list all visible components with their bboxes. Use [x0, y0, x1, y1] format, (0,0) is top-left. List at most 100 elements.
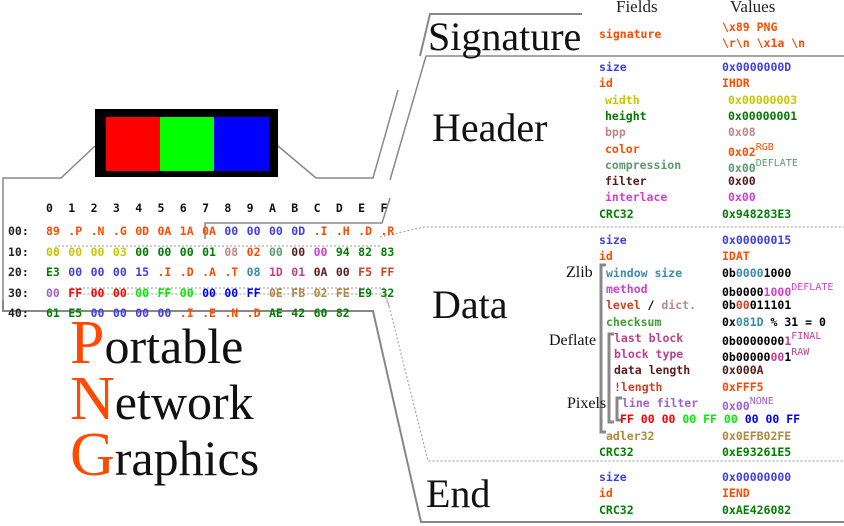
data-value-last-block: 0b00000001FINAL	[722, 331, 821, 348]
header-value-compression: 0x00DEFLATE	[728, 157, 798, 175]
hex-column-label: C	[313, 201, 321, 215]
value-part: 0b0000	[722, 284, 764, 299]
value-part: 00	[770, 350, 785, 365]
image-preview	[95, 109, 278, 177]
data-field-id: id	[599, 249, 613, 264]
hex-column-label: 2	[90, 201, 98, 215]
value-part: 0b	[722, 265, 736, 280]
value-part: 1000	[763, 284, 792, 299]
hex-byte: 00	[68, 244, 83, 259]
hex-column-label: 3	[112, 201, 120, 215]
hex-byte: 82	[335, 306, 350, 320]
hex-byte: 01	[202, 244, 216, 259]
hex-byte: 0E	[268, 285, 283, 300]
hex-byte: .D	[246, 306, 261, 320]
hex-byte: FF	[380, 265, 395, 279]
hex-byte: E5	[68, 306, 83, 320]
hex-address: 40:	[8, 306, 29, 320]
data-field-checksum: checksum	[606, 314, 662, 329]
hex-byte: 00	[179, 244, 194, 259]
header-value-note: RGB	[755, 141, 774, 153]
header-value-size: 0x0000000D	[722, 60, 792, 74]
data-field-method: method	[606, 281, 648, 296]
value-part: 0xE93261E5	[722, 444, 792, 459]
hex-data-dotted-bottom	[69, 287, 844, 462]
data-field-nlength: !length	[614, 379, 663, 394]
data-field-data-length: data length	[614, 363, 691, 378]
end-field-crc32: CRC32	[599, 502, 634, 517]
preview-right-connector	[277, 89, 399, 179]
hex-column-label: 8	[224, 201, 232, 215]
hex-column-label: 6	[179, 201, 187, 215]
section-title-signature: Signature	[428, 14, 582, 59]
header-value-color: 0x02RGB	[728, 141, 774, 159]
pixel-byte: FF	[620, 412, 641, 427]
header-field-bpp: bpp	[605, 125, 626, 140]
hex-byte: FF	[157, 285, 172, 300]
hex-byte: 61	[46, 306, 60, 320]
data-value-window-size: 0b00001000	[722, 266, 791, 280]
header-field-id: id	[599, 76, 613, 91]
header-value-note: DEFLATE	[755, 157, 798, 169]
hex-byte: .I	[313, 224, 328, 238]
hex-byte: 00	[291, 244, 306, 259]
deflate-bracket	[607, 332, 614, 424]
data-field-block-type: block type	[614, 347, 684, 362]
value-note: DEFLATE	[791, 281, 834, 293]
hex-byte: 89	[46, 224, 60, 238]
hex-byte: 00	[90, 306, 105, 320]
title-initial: N	[70, 365, 115, 433]
value-part: 1	[784, 350, 792, 365]
end-value-size: 0x00000000	[722, 470, 792, 484]
signature-value-line1: \x89 PNG	[722, 20, 778, 34]
end-value-crc32: 0xAE426082	[722, 502, 792, 517]
data-value-size: 0x00000015	[722, 233, 791, 247]
value-part: IDAT	[722, 249, 750, 264]
title-rest: etwork	[114, 374, 254, 430]
hex-byte: 00	[224, 285, 239, 300]
data-value-checksum: 0x081D % 31 = 0	[722, 315, 826, 329]
hex-byte: .R	[380, 224, 395, 238]
hex-byte: 1D	[268, 265, 283, 279]
hex-byte: 00	[268, 224, 283, 238]
section-title-header: Header	[432, 105, 548, 150]
hex-byte: 00	[202, 285, 216, 300]
value-part: 1000	[763, 265, 792, 280]
hex-byte: 00	[224, 224, 239, 238]
hex-column-label: F	[380, 201, 388, 215]
hex-byte: .D	[358, 224, 373, 238]
pixel-green	[160, 117, 214, 171]
pixel-byte: 00	[661, 412, 683, 427]
value-part: 0xFFF5	[722, 379, 764, 394]
header-field-filter: filter	[605, 174, 647, 189]
hex-byte: 00	[157, 244, 172, 259]
hex-byte: .I	[157, 265, 172, 279]
hex-byte: 82	[358, 244, 373, 259]
value-part: 0b00000	[722, 350, 771, 365]
hex-byte: 00	[46, 285, 60, 300]
value-part: 0x00	[722, 399, 750, 413]
pixel-red	[106, 117, 160, 171]
value-note: NONE	[749, 396, 774, 407]
pixel-byte: FF	[703, 412, 724, 427]
title-initial: G	[70, 421, 115, 489]
value-part: 0x000A	[722, 363, 764, 378]
hex-byte: 08	[224, 244, 239, 259]
hex-byte: .H	[335, 224, 350, 238]
group-label-deflate: Deflate	[549, 332, 597, 349]
pixel-bytes: FF 00 00 00 FF 00 00 00 FF	[620, 412, 807, 426]
end-field-id: id	[599, 486, 613, 501]
pixel-byte: 00	[640, 412, 662, 427]
data-value-level-dict: 0b00011101	[722, 298, 791, 312]
hex-address: 10:	[8, 244, 29, 259]
header-value-filter: 0x00	[728, 174, 756, 189]
hex-column-label: 4	[135, 201, 143, 215]
hex-byte: 00	[90, 244, 105, 259]
hex-byte: 15	[135, 265, 150, 279]
value-part: 0000	[735, 265, 764, 280]
hex-byte: 00	[90, 265, 105, 279]
